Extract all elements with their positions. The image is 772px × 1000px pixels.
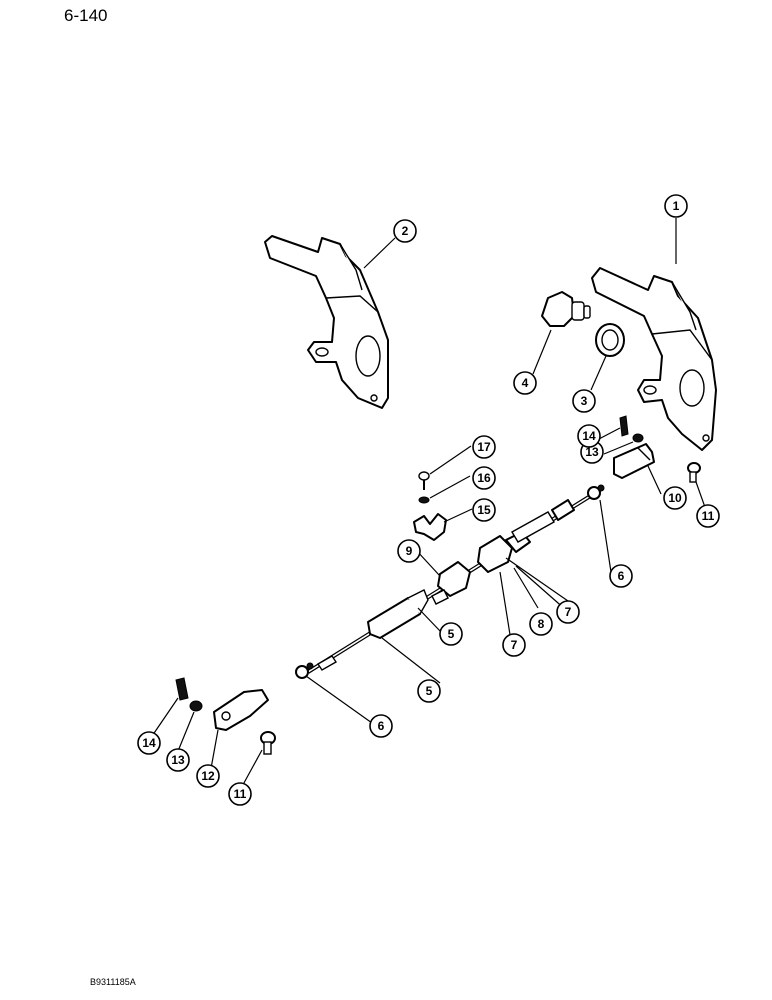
clamp-part-15 [413, 513, 447, 541]
callout-label: 4 [522, 376, 529, 390]
clevis-pin-part-11-right [687, 462, 701, 483]
callout-label: 14 [142, 736, 156, 750]
callout-7-left: 7 [502, 633, 526, 657]
callout-1: 1 [664, 194, 688, 218]
callout-9: 9 [397, 539, 421, 563]
callout-label: 17 [477, 440, 491, 454]
bracket-part-1 [591, 267, 717, 451]
callout-3: 3 [572, 389, 596, 413]
clevis-part-12 [213, 689, 269, 731]
callout-5-lower: 5 [417, 679, 441, 703]
pin-part-14-left [175, 677, 189, 701]
callout-13-left: 13 [166, 748, 190, 772]
callout-15: 15 [472, 498, 496, 522]
hex-fitting-part-4 [541, 291, 591, 327]
callout-label: 7 [511, 638, 518, 652]
callout-label: 1 [673, 199, 680, 213]
callout-17: 17 [472, 435, 496, 459]
callout-6-left: 6 [369, 714, 393, 738]
callout-8: 8 [529, 612, 553, 636]
washer-ring-part-3 [595, 323, 625, 357]
control-cable-assembly [295, 484, 605, 679]
callout-label: 13 [171, 753, 185, 767]
callout-6-right: 6 [609, 564, 633, 588]
callout-label: 9 [406, 544, 413, 558]
bracket-part-2 [264, 235, 389, 409]
callout-12: 12 [196, 764, 220, 788]
callout-label: 13 [585, 445, 599, 459]
callout-7-right: 7 [556, 600, 580, 624]
callout-5-upper: 5 [439, 622, 463, 646]
callout-14-left: 14 [137, 731, 161, 755]
screw-part-17 [418, 471, 430, 490]
callout-label: 5 [426, 684, 433, 698]
nut-part-13-right [632, 433, 644, 443]
callout-2: 2 [393, 219, 417, 243]
callout-label: 7 [565, 605, 572, 619]
leader-lines [147, 218, 707, 793]
callout-14-right: 14 [577, 424, 601, 448]
callout-label: 16 [477, 471, 491, 485]
callout-4: 4 [513, 371, 537, 395]
lock-washer-part-16 [418, 496, 430, 504]
callout-label: 14 [582, 429, 596, 443]
callout-label: 5 [448, 627, 455, 641]
callout-label: 6 [618, 569, 625, 583]
document-code: B9311185A [90, 977, 136, 987]
callout-label: 6 [378, 719, 385, 733]
clevis-part-10 [613, 443, 655, 479]
callout-11-right: 11 [696, 504, 720, 528]
callout-label: 11 [234, 787, 247, 801]
callout-label: 8 [538, 617, 545, 631]
pin-part-14-right [619, 415, 629, 437]
callout-label: 12 [201, 769, 215, 783]
nut-part-13-left [189, 700, 203, 712]
callout-label: 10 [668, 491, 682, 505]
callout-11-left: 11 [228, 782, 252, 806]
callout-label: 15 [477, 503, 491, 517]
clevis-pin-part-11-left [260, 731, 276, 755]
callout-10: 10 [663, 486, 687, 510]
callout-label: 2 [402, 224, 409, 238]
page-number: 6-140 [64, 6, 108, 25]
callout-label: 11 [702, 509, 715, 523]
callout-16: 16 [472, 466, 496, 490]
callout-label: 3 [581, 394, 588, 408]
